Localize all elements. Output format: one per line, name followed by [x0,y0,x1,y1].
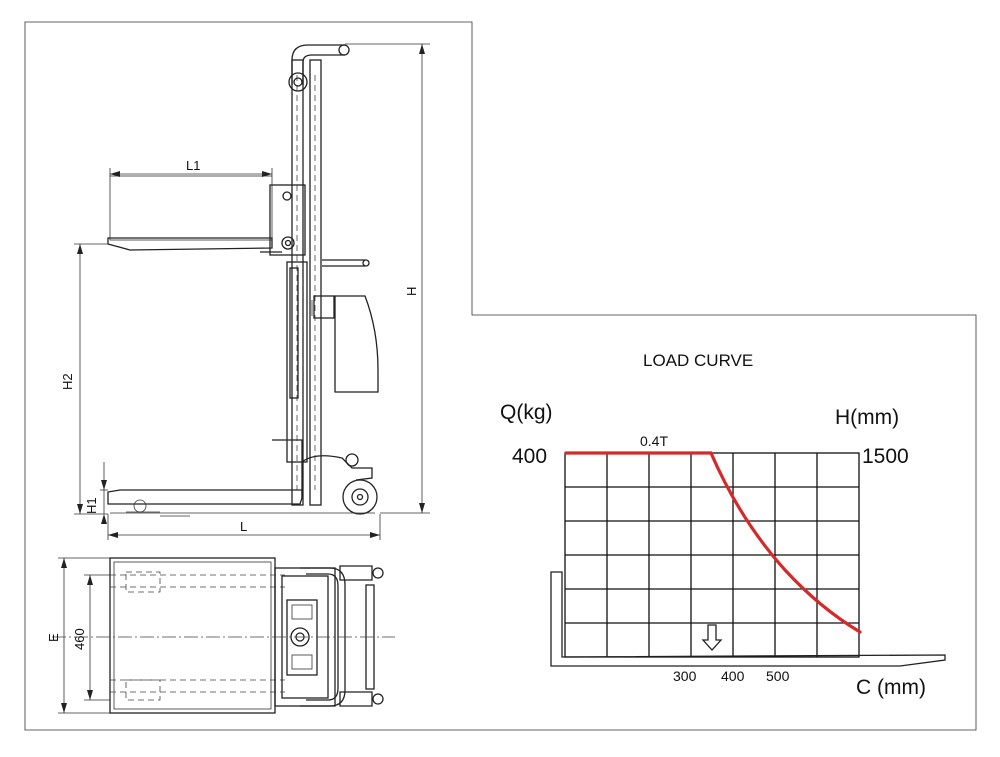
dim-460: 460 [72,628,87,650]
top-view: E 460 [46,557,395,714]
dim-H2: H2 [60,373,75,390]
load-center-arrow-icon [701,624,723,651]
dim-L: L [240,519,247,534]
frame-border [24,21,977,731]
y-value-label: 400 [512,445,547,468]
right-value-label: 1500 [862,445,909,468]
x-tick-300: 300 [673,668,697,684]
dim-L1: L1 [186,158,200,173]
fork-outline [550,571,946,667]
load-curve-title: LOAD CURVE [643,351,753,370]
x-tick-400: 400 [721,668,745,684]
dim-H: H [404,287,419,296]
capacity-label: 0.4T [640,433,668,449]
y-axis-label: Q(kg) [500,401,553,424]
load-curve-chart: LOAD CURVE Q(kg) H(mm) 400 1500 0.4T [500,351,946,699]
right-axis-label: H(mm) [835,406,899,429]
dim-E: E [46,633,61,642]
side-view: L1 H H2 H1 L [60,43,430,540]
load-curve-grid [564,452,860,658]
load-curve-line [564,451,862,634]
x-axis-label: C (mm) [856,676,926,699]
dim-H1: H1 [84,497,99,514]
x-tick-500: 500 [766,668,790,684]
